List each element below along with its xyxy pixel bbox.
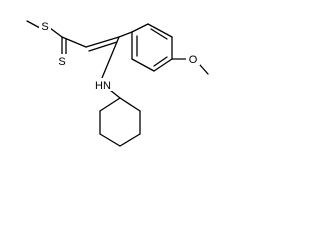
chemical-structure-diagram: S S O HN <box>26 19 209 147</box>
bond-n-cyclohexyl <box>109 89 121 99</box>
bond-ring-1 <box>131 23 149 33</box>
bond-o-methyl <box>199 64 209 75</box>
bond-methyl-s <box>26 20 41 29</box>
bond-cyclohexane-3 <box>99 133 121 147</box>
bond-cyclohexane-4 <box>119 133 141 147</box>
bond-c-aryl <box>118 31 133 38</box>
atom-o-methoxy: O <box>189 54 198 66</box>
bond-ring-inner-1 <box>150 28 168 40</box>
bond-ring-4 <box>153 58 173 72</box>
atom-s-thioether: S <box>41 21 48 33</box>
atom-n-amine: HN <box>95 80 111 92</box>
bond-s-thiocarbonyl <box>49 27 63 38</box>
bond-ring-5 <box>131 58 155 72</box>
bond-vinyl-double-b <box>88 41 118 52</box>
bond-ring-inner-2 <box>153 56 168 67</box>
bond-layer <box>26 20 209 147</box>
bond-vinyl-double-a <box>85 36 120 48</box>
bond-c-vinyl <box>61 36 87 48</box>
bond-cyclohexane-1 <box>99 97 121 112</box>
atom-s-thione: S <box>58 56 65 68</box>
bond-ring-2 <box>147 23 173 38</box>
bond-cyclohexane-6 <box>119 97 141 112</box>
atom-label-layer: S S O HN <box>39 19 200 92</box>
bond-c-n <box>101 36 120 79</box>
